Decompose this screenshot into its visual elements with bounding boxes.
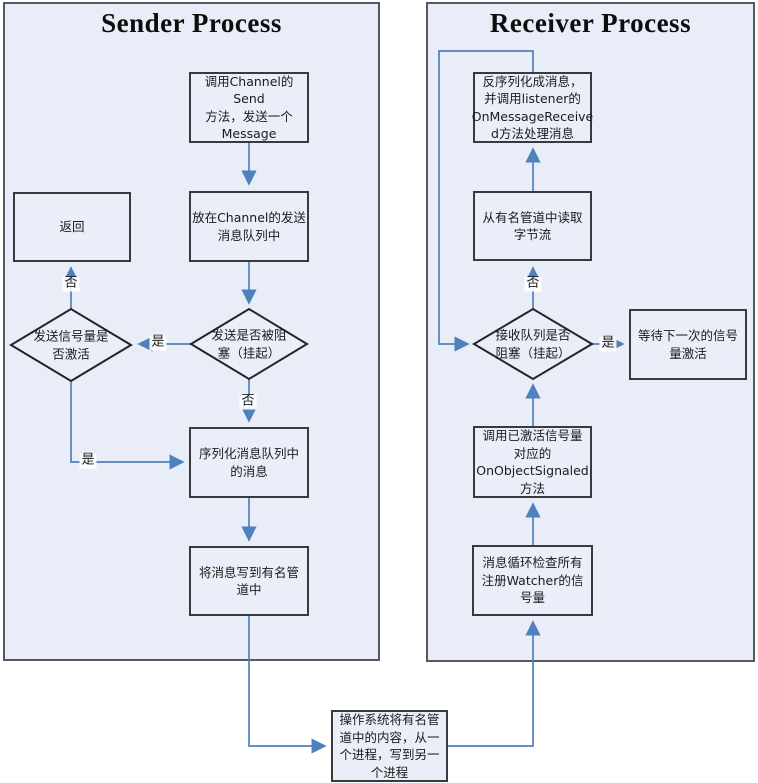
- edge-label-yes-blocked: 是: [149, 334, 167, 351]
- edge-deserialize-loop-to-queue: [438, 50, 534, 352]
- node-return: 返回: [13, 192, 131, 262]
- node-deserialize-message: 反序列化成消息， 并调用listener的 OnMessageReceive d…: [471, 72, 594, 143]
- node-os-named-pipe-transfer: 操作系统将有名管 道中的内容，从一 个进程，写到另一 个进程: [331, 710, 448, 782]
- decision-diamond-send-semaphore: [9, 307, 133, 383]
- edge-label-yes-semaphore: 是: [79, 452, 97, 469]
- label-send-blocked-decision: 发送是否被阻 塞（挂起）: [211, 327, 287, 361]
- edge-label-no-queue: 否: [524, 275, 542, 292]
- node-call-channel-send: 调用Channel的Send 方法，发送一个 Message: [189, 72, 309, 143]
- node-write-to-named-pipe: 将消息写到有名管 道中: [189, 546, 309, 616]
- decision-diamond-send-blocked: [189, 307, 309, 381]
- edge-label-no-blocked: 否: [239, 393, 257, 410]
- edge-semaphore-yes-to-serialize: [70, 381, 185, 470]
- edge-label-no-semaphore: 否: [62, 275, 80, 292]
- label-receive-queue-decision: 接收队列是否 阻塞（挂起）: [495, 327, 571, 361]
- sender-panel-title: Sender Process: [101, 8, 282, 38]
- node-wait-next-semaphore: 等待下一次的信号 量激活: [629, 309, 747, 380]
- node-serialize-messages: 序列化消息队列中 的消息: [189, 427, 309, 498]
- node-put-in-send-queue: 放在Channel的发送 消息队列中: [189, 191, 309, 262]
- receiver-panel-title: Receiver Process: [489, 8, 692, 38]
- node-message-loop-check: 消息循环检查所有 注册Watcher的信 号量: [472, 545, 593, 616]
- edge-os-to-messageloop: [448, 620, 541, 747]
- edge-writepipe-to-os: [248, 616, 327, 754]
- edge-label-yes-queue: 是: [599, 335, 617, 352]
- label-send-semaphore-decision: 发送信号量是 否激活: [33, 328, 109, 362]
- node-read-byte-stream: 从有名管道中读取 字节流: [473, 191, 592, 261]
- node-call-onobjectsignaled: 调用已激活信号量 对应的 OnObjectSignaled 方法: [473, 426, 592, 498]
- decision-diamond-receive-queue: [472, 307, 594, 381]
